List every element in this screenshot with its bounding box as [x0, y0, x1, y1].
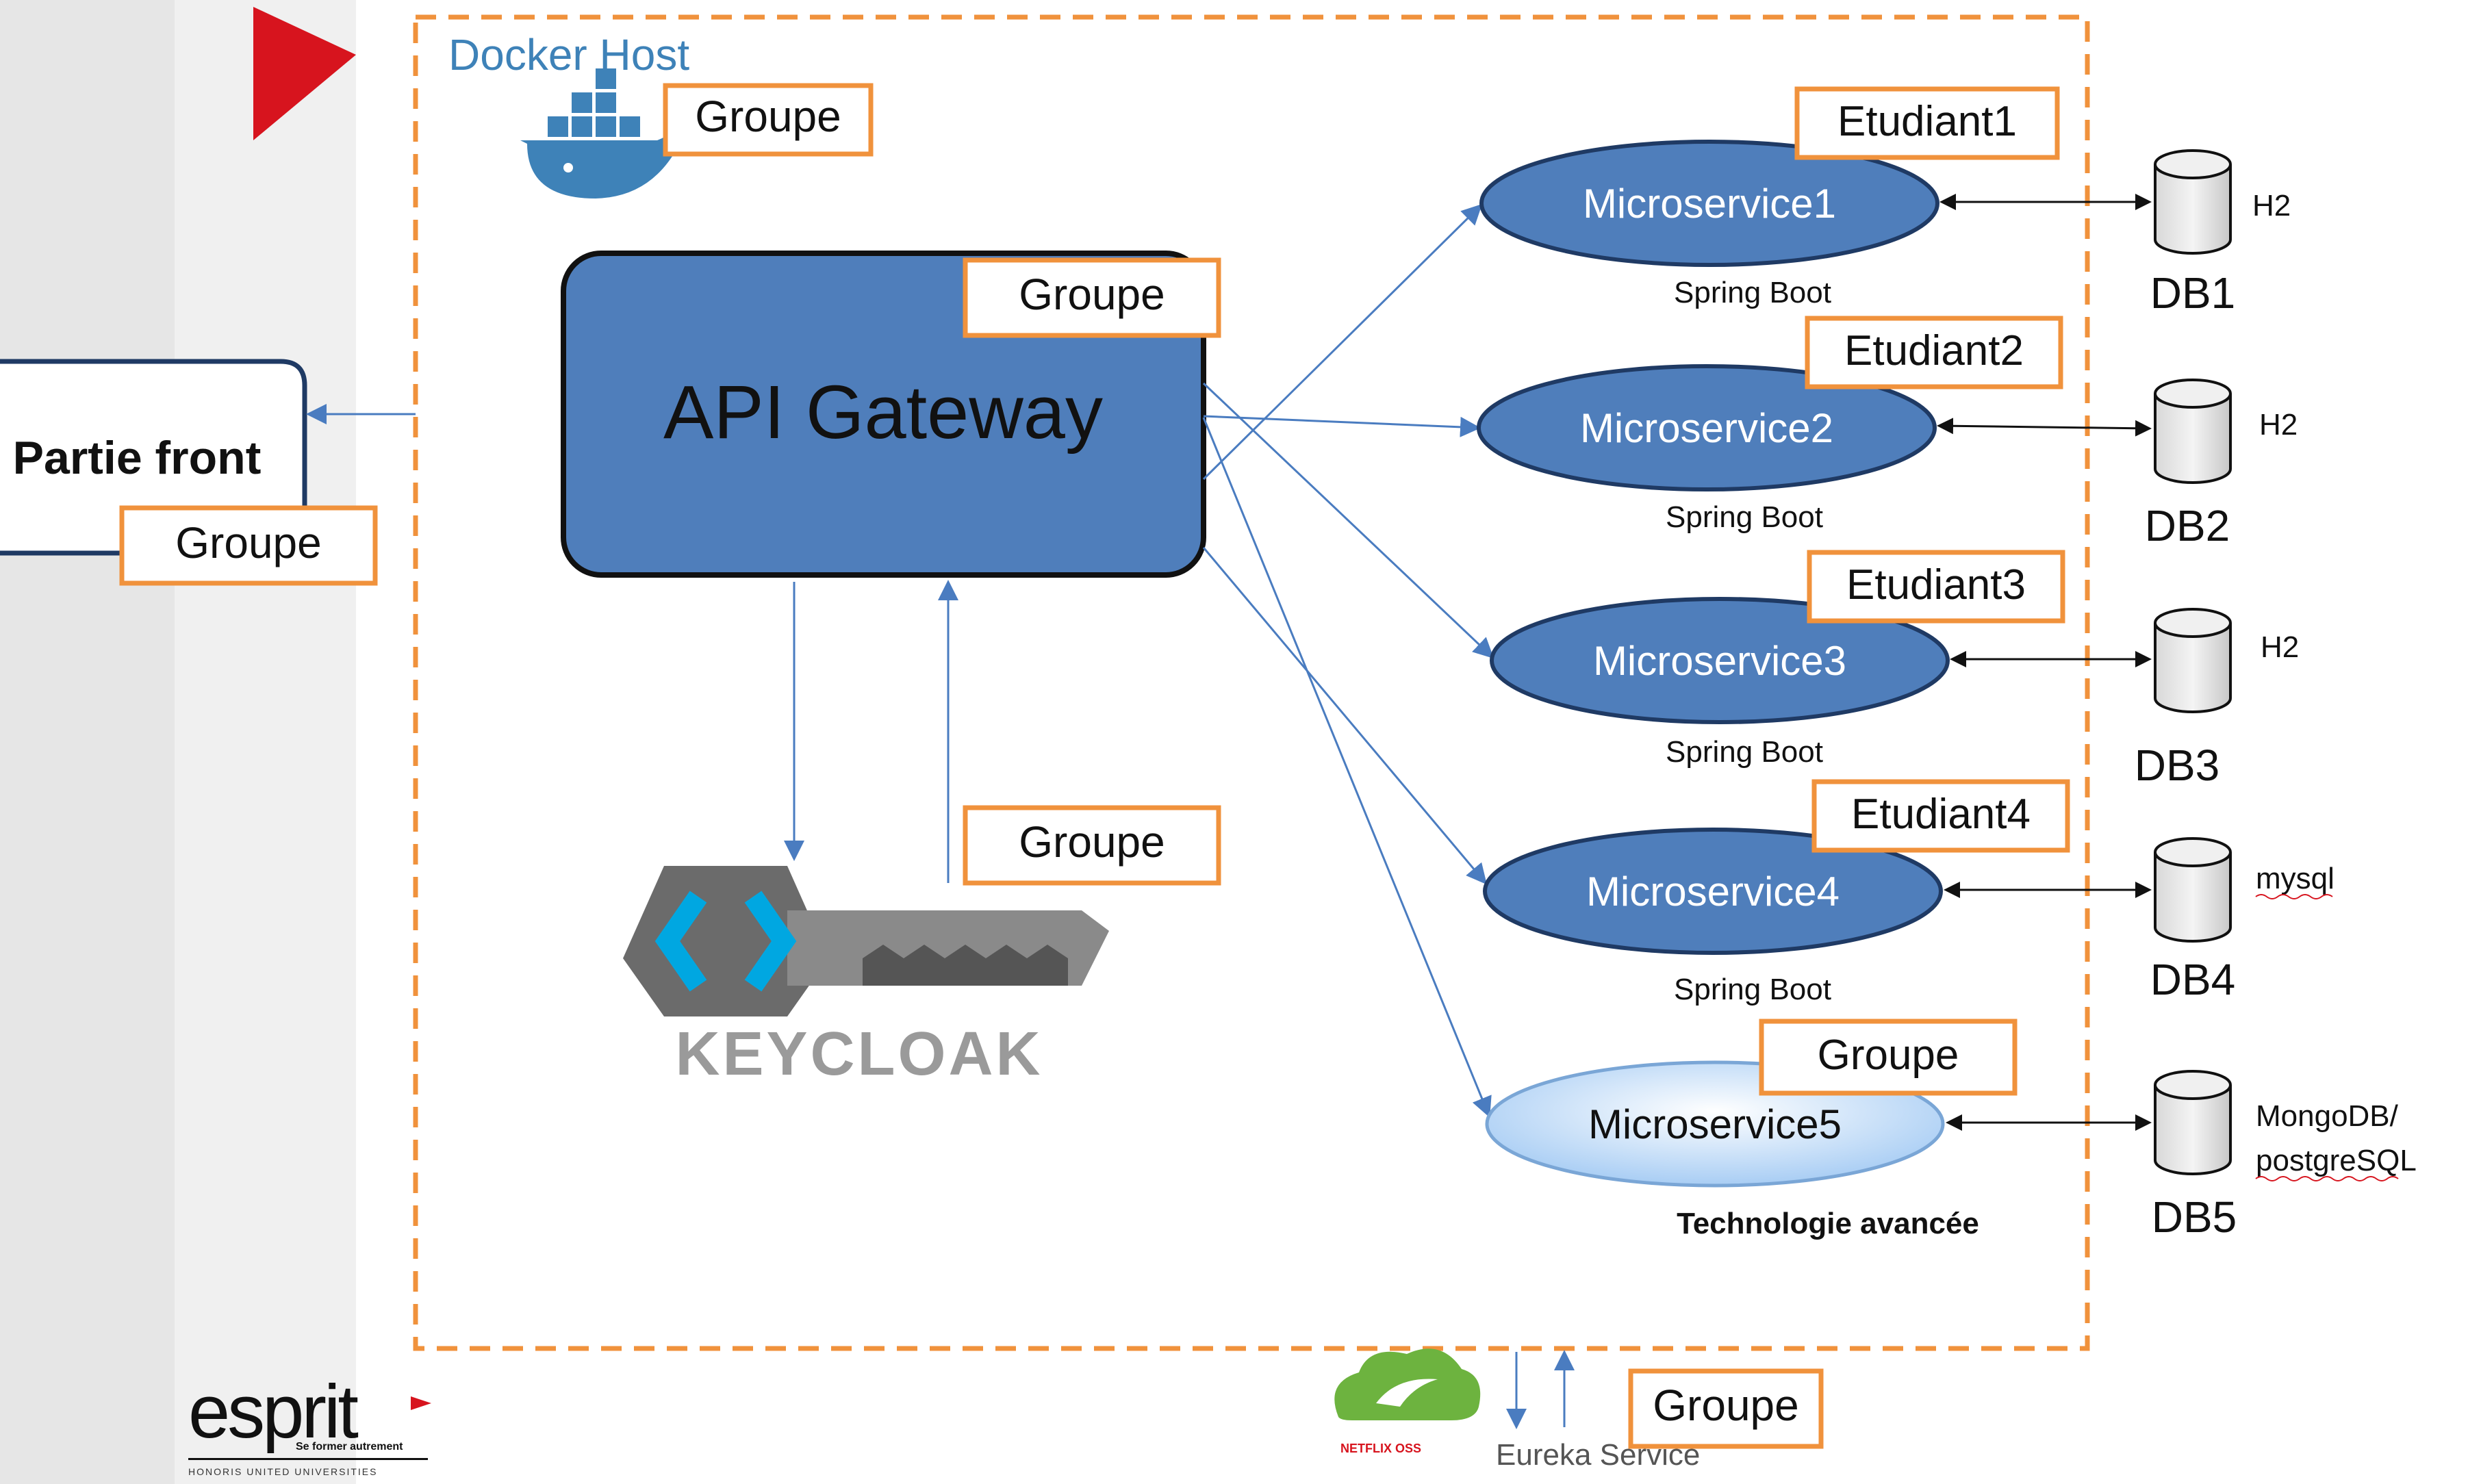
docker-group-label: Groupe — [663, 83, 874, 157]
microservice-1: Microservice1 Spring Boot — [1479, 140, 1939, 309]
esprit-footer: HONORIS UNITED UNIVERSITIES — [188, 1466, 377, 1477]
microservice-3-label: Microservice3 — [1593, 638, 1846, 684]
db4-cylinder — [2154, 837, 2232, 943]
docker-host-title: Docker Host — [448, 30, 689, 79]
keycloak-logo: KEYCLOAK — [623, 866, 1109, 1088]
owner-label-5: Groupe — [1759, 1019, 2018, 1096]
docker-whale-icon — [520, 68, 702, 199]
microservice-4-label: Microservice4 — [1586, 869, 1840, 914]
db5-type-line2: postgreSQL — [2256, 1144, 2417, 1177]
link-ms5 — [1202, 417, 1492, 1118]
api-gateway-group-label: Groupe — [963, 257, 1221, 338]
link-ms1 — [1202, 203, 1483, 481]
link-ms2 — [1203, 415, 1481, 437]
microservice-5-subtitle: Technologie avancée — [1677, 1207, 1979, 1240]
ms2-db2-link — [1937, 418, 2152, 437]
esprit-tagline: Se former autrement — [296, 1441, 403, 1453]
microservice-2: Microservice2 Spring Boot — [1477, 364, 1937, 534]
left-panel-strip-light — [175, 0, 356, 1484]
svg-text:Etudiant2: Etudiant2 — [1844, 327, 2024, 374]
microservice-5-label: Microservice5 — [1588, 1101, 1842, 1147]
link-ms3 — [1202, 382, 1494, 659]
svg-text:Etudiant3: Etudiant3 — [1846, 561, 2026, 609]
microservice-4-subtitle: Spring Boot — [1674, 973, 1831, 1006]
spellcheck-underline-postgresql — [2255, 1176, 2399, 1181]
keycloak-group-label: Groupe — [963, 805, 1221, 886]
frontend-group-label: Groupe — [119, 505, 378, 586]
db3-cylinder — [2154, 608, 2232, 713]
red-triangle-logo — [253, 7, 356, 140]
db5-type-line1: MongoDB/ — [2256, 1099, 2399, 1133]
db5-cylinder — [2154, 1070, 2232, 1175]
gateway-microservice-links — [1202, 203, 1494, 1118]
docker-host-boundary — [413, 14, 2090, 1351]
db4-type: mysql — [2256, 862, 2334, 895]
microservice-3-subtitle: Spring Boot — [1666, 735, 1823, 769]
owner-label-1: Etudiant1 — [1794, 86, 2060, 160]
microservice-2-label: Microservice2 — [1580, 405, 1833, 451]
svg-text:Etudiant4: Etudiant4 — [1851, 791, 2031, 838]
microservice-1-label: Microservice1 — [1583, 181, 1836, 227]
svg-text:Groupe: Groupe — [175, 518, 321, 567]
api-gateway-label: API Gateway — [663, 370, 1103, 455]
owner-label-4: Etudiant4 — [1811, 779, 2070, 853]
frontend-label: Partie front — [13, 432, 262, 484]
eureka-group-label: Groupe — [1628, 1368, 1824, 1449]
db1-cylinder — [2154, 149, 2232, 255]
svg-text:Etudiant1: Etudiant1 — [1837, 98, 2017, 145]
db2-cylinder — [2154, 379, 2232, 484]
keycloak-label: KEYCLOAK — [675, 1020, 1043, 1088]
svg-text:Groupe: Groupe — [1019, 270, 1165, 319]
netflix-oss-label: NETFLIX OSS — [1340, 1442, 1421, 1455]
left-panel-strip — [0, 0, 175, 1484]
svg-text:Groupe: Groupe — [695, 92, 841, 141]
db4-label: DB4 — [2150, 955, 2236, 1004]
microservice-4: Microservice4 Spring Boot — [1483, 828, 1943, 1006]
microservice-1-subtitle: Spring Boot — [1674, 276, 1831, 309]
owner-label-3: Etudiant3 — [1807, 550, 2065, 624]
db3-type: H2 — [2261, 630, 2299, 664]
db3-label: DB3 — [2135, 741, 2220, 790]
esprit-logo-text: esprit — [188, 1370, 358, 1454]
svg-text:Groupe: Groupe — [1019, 817, 1165, 867]
spring-cloud-icon — [1334, 1348, 1481, 1420]
esprit-logo: esprit Se former autrement HONORIS UNITE… — [188, 1370, 431, 1477]
db5-label: DB5 — [2152, 1192, 2237, 1242]
link-ms4 — [1202, 547, 1487, 885]
db1-type: H2 — [2252, 189, 2291, 222]
svg-text:Groupe: Groupe — [1818, 1032, 1959, 1079]
db2-label: DB2 — [2145, 501, 2230, 550]
svg-text:Groupe: Groupe — [1653, 1381, 1798, 1430]
owner-label-2: Etudiant2 — [1805, 316, 2063, 389]
microservice-3: Microservice3 Spring Boot — [1490, 597, 1950, 769]
db2-type: H2 — [2259, 408, 2298, 442]
frontend-node: Partie front — [0, 359, 307, 556]
spellcheck-underline-mysql — [2255, 894, 2333, 899]
microservice-2-subtitle: Spring Boot — [1666, 500, 1823, 534]
db1-label: DB1 — [2150, 268, 2236, 318]
